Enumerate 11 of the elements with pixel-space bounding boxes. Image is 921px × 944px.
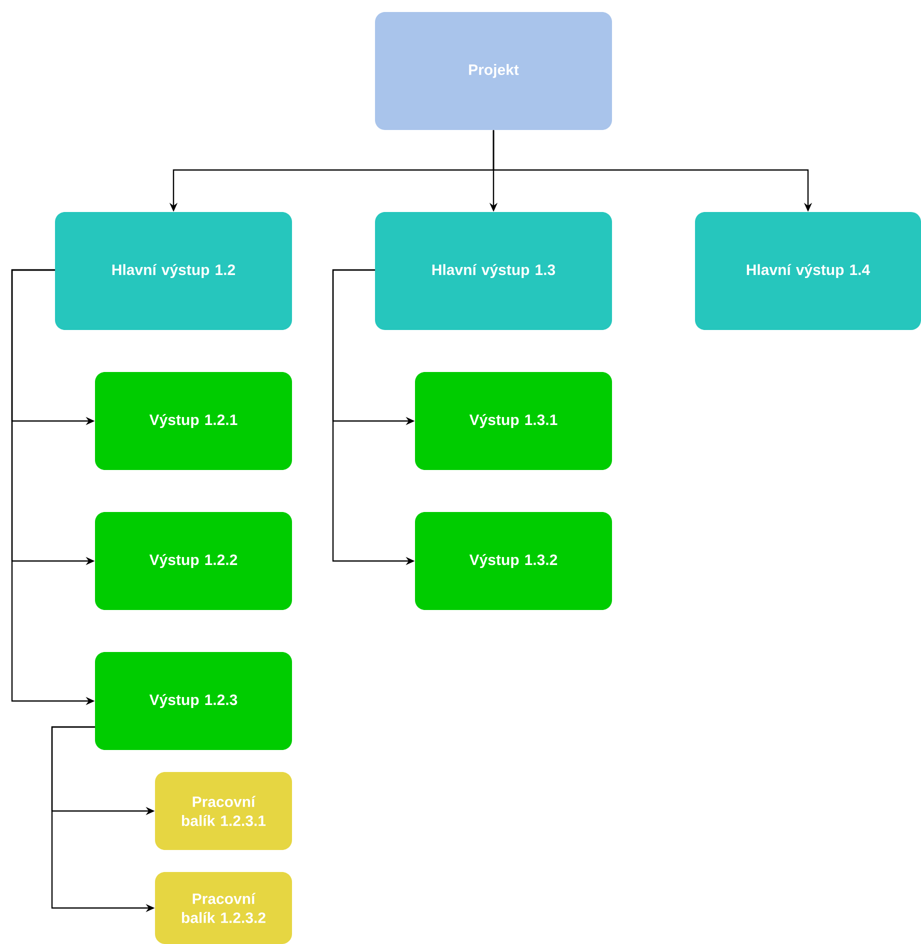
sub-deliverable-box: Výstup 1.2.2 <box>95 512 292 610</box>
deliverable-box: Hlavní výstup 1.3 <box>375 212 612 330</box>
deliverable-box: Hlavní výstup 1.2 <box>55 212 292 330</box>
sub-deliverable-box: Výstup 1.3.2 <box>415 512 612 610</box>
sub-deliverable-box: Výstup 1.3.1 <box>415 372 612 470</box>
work-package-box: Pracovní balík 1.2.3.2 <box>155 872 292 944</box>
project-box: Projekt <box>375 12 612 130</box>
sub-deliverable-box: Výstup 1.2.3 <box>95 652 292 750</box>
sub-deliverable-box: Výstup 1.2.1 <box>95 372 292 470</box>
deliverable-box: Hlavní výstup 1.4 <box>695 212 921 330</box>
work-package-box: Pracovní balík 1.2.3.1 <box>155 772 292 850</box>
